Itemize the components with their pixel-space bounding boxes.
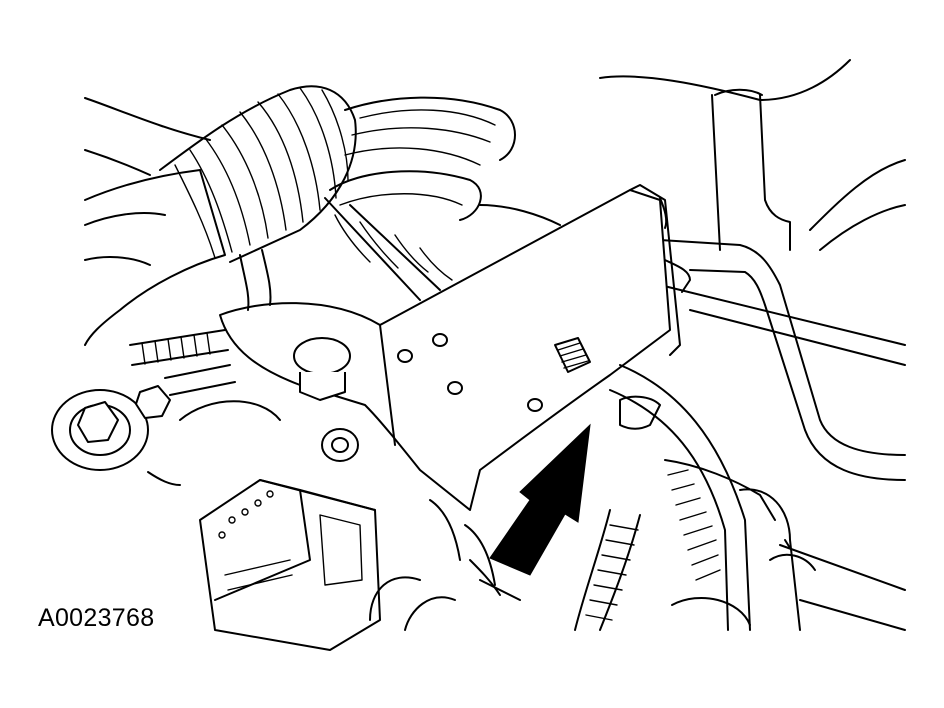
arrow-icon: [489, 423, 591, 576]
right-boot-assembly: [609, 364, 906, 631]
center-hose: [574, 395, 661, 631]
direction-arrow: [489, 423, 591, 576]
left-wire-harness: [129, 249, 272, 396]
bracket-hole: [447, 381, 463, 395]
upper-hose-cluster: [329, 96, 561, 226]
air-intake-tube: [84, 85, 357, 346]
lower-left-hose: [179, 400, 456, 631]
mounting-knob: [293, 337, 359, 462]
left-mount: [51, 385, 181, 486]
scene-border: [84, 59, 851, 176]
bracket-hole: [527, 398, 543, 412]
reference-code: A0023768: [38, 604, 155, 632]
lower-center-parts: [429, 499, 521, 601]
connector-block: [199, 479, 381, 651]
threaded-stud: [554, 337, 591, 373]
bracket-hole: [397, 349, 413, 363]
bracket-hole: [432, 333, 448, 347]
right-pipe-assembly: [659, 88, 906, 481]
main-bracket: [219, 184, 691, 511]
heat-shield: [324, 197, 453, 301]
